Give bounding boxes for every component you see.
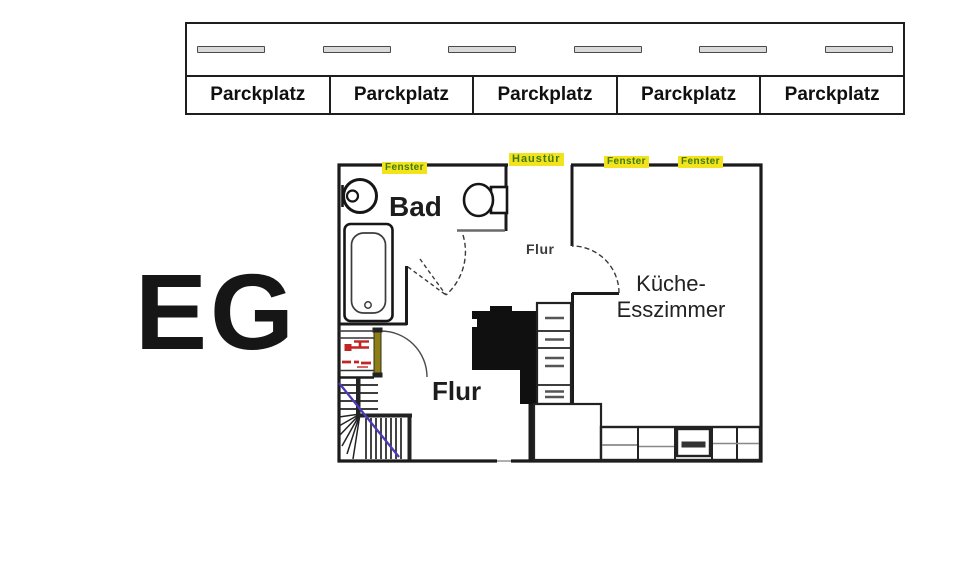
kitchen-label-line2: Esszimmer bbox=[616, 296, 726, 322]
window-label-right: Fenster bbox=[678, 156, 723, 168]
stairs bbox=[338, 378, 412, 460]
stall-label: Parckplatz bbox=[641, 84, 737, 105]
closet-door-arc bbox=[380, 330, 428, 378]
window-label-mid: Fenster bbox=[604, 156, 649, 168]
parking-stalls: Parckplatz Parckplatz Parckplatz Parckpl… bbox=[187, 75, 903, 113]
kitchen-door-arc bbox=[571, 245, 620, 294]
stall-label: Parckplatz bbox=[210, 84, 306, 105]
bottom-wall-notch bbox=[497, 458, 511, 464]
parking-stall: Parckplatz bbox=[761, 77, 903, 113]
washbasin-icon bbox=[341, 178, 378, 214]
closet-door-leaf bbox=[372, 327, 383, 378]
bathtub-icon bbox=[343, 222, 394, 323]
lane-dash bbox=[322, 46, 391, 53]
parking-lane bbox=[187, 24, 903, 75]
closet-shelves bbox=[339, 330, 374, 372]
parking-stall: Parckplatz bbox=[187, 77, 331, 113]
stair-direction-line bbox=[338, 382, 400, 458]
bad-door-arc bbox=[407, 234, 467, 296]
boiler-icon bbox=[342, 340, 371, 368]
kitchen-label-line1: Küche- bbox=[636, 271, 706, 296]
kitchen-counter bbox=[599, 425, 762, 462]
stall-label: Parckplatz bbox=[353, 84, 449, 105]
room-label-kitchen: Küche- Esszimmer bbox=[597, 271, 745, 323]
lane-dash bbox=[448, 46, 517, 53]
floor-label: EG bbox=[135, 251, 298, 372]
parking-stall: Parckplatz bbox=[331, 77, 475, 113]
lane-dash bbox=[699, 46, 768, 53]
lane-dash bbox=[824, 46, 893, 53]
room-label-flur-entrance: Flur bbox=[526, 241, 555, 257]
kitchen-cabinet bbox=[532, 402, 603, 462]
kitchen-drawers bbox=[535, 301, 573, 406]
lane-dash bbox=[573, 46, 642, 53]
parking-lot: Parckplatz Parckplatz Parckplatz Parckpl… bbox=[185, 22, 905, 115]
stall-label: Parckplatz bbox=[497, 84, 593, 105]
room-label-bad: Bad bbox=[389, 191, 442, 222]
lane-dash bbox=[197, 46, 265, 53]
window-label-left: Fenster bbox=[382, 162, 427, 174]
toilet-icon bbox=[462, 182, 509, 218]
parking-stall: Parckplatz bbox=[474, 77, 618, 113]
chimney-block bbox=[470, 306, 537, 404]
room-label-flur: Flur bbox=[432, 376, 482, 406]
parking-stall: Parckplatz bbox=[618, 77, 762, 113]
stall-label: Parckplatz bbox=[784, 84, 880, 105]
front-door-label: Haustür bbox=[509, 153, 564, 166]
